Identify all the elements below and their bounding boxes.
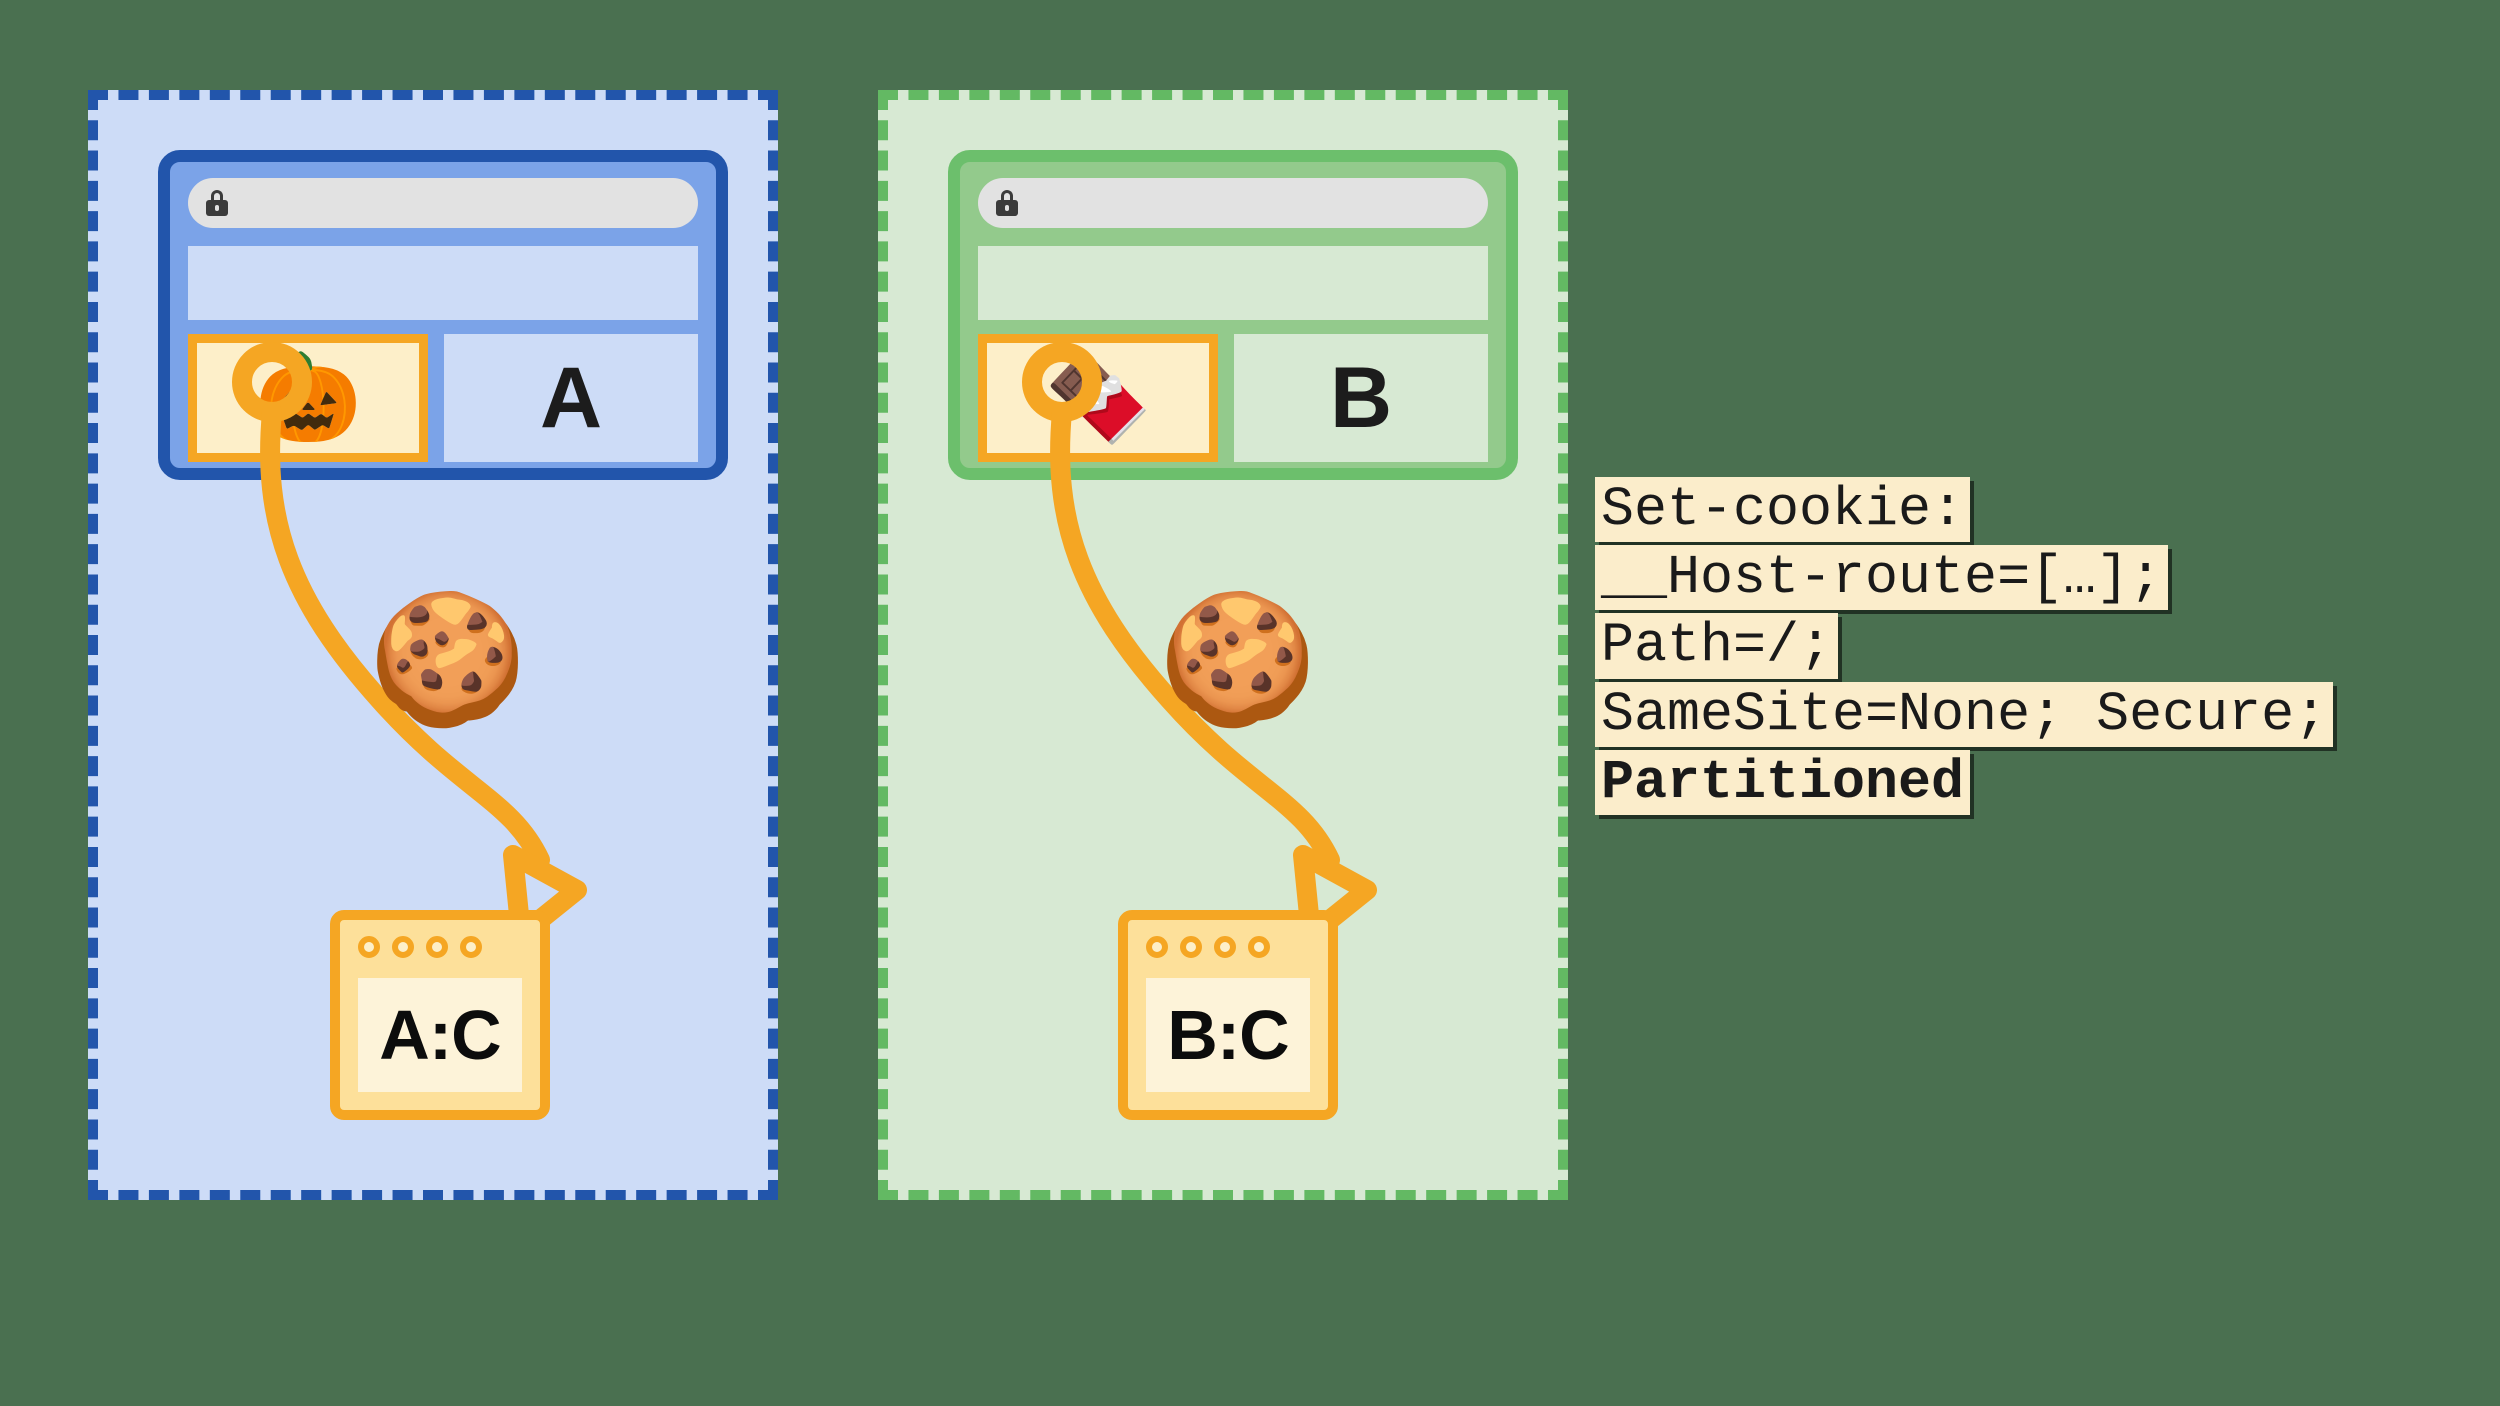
code-line: SameSite=None; Secure;	[1595, 681, 2334, 747]
storage-box-a: A:C	[330, 910, 550, 1120]
site-letter-b: B	[1234, 334, 1488, 462]
code-line: Set-cookie:	[1595, 477, 1971, 543]
storage-box-b: B:C	[1118, 910, 1338, 1120]
browser-window-b: 🍫 B	[948, 150, 1518, 480]
storage-dots	[1146, 936, 1270, 958]
storage-dot	[1146, 936, 1168, 958]
code-line: Path=/;	[1595, 613, 1839, 679]
storage-dot	[460, 936, 482, 958]
storage-dots	[358, 936, 482, 958]
storage-dot	[358, 936, 380, 958]
site-letter-a: A	[444, 334, 698, 462]
jack-o-lantern-icon: 🎃	[188, 334, 428, 462]
cookie-icon: 🍪	[368, 588, 528, 731]
storage-label: B:C	[1146, 978, 1310, 1092]
storage-dot	[1214, 936, 1236, 958]
address-bar-b[interactable]	[978, 178, 1488, 228]
content-row-a: 🎃 A	[188, 334, 698, 462]
cookie-icon: 🍪	[1158, 588, 1318, 731]
content-band-a	[188, 246, 698, 320]
chocolate-bar-icon: 🍫	[978, 334, 1218, 462]
storage-dot	[1180, 936, 1202, 958]
lock-icon	[996, 190, 1018, 216]
address-bar-a[interactable]	[188, 178, 698, 228]
content-row-b: 🍫 B	[978, 334, 1488, 462]
partition-a: 🎃 A	[88, 90, 778, 1200]
code-line: __Host-route=[…];	[1595, 545, 2169, 611]
code-line-partitioned: Partitioned	[1595, 749, 1971, 815]
lock-icon	[206, 190, 228, 216]
storage-dot	[392, 936, 414, 958]
browser-window-a: 🎃 A	[158, 150, 728, 480]
set-cookie-code-block: Set-cookie: __Host-route=[…]; Path=/; Sa…	[1595, 477, 2334, 818]
content-band-b	[978, 246, 1488, 320]
storage-label: A:C	[358, 978, 522, 1092]
storage-dot	[1248, 936, 1270, 958]
storage-dot	[426, 936, 448, 958]
